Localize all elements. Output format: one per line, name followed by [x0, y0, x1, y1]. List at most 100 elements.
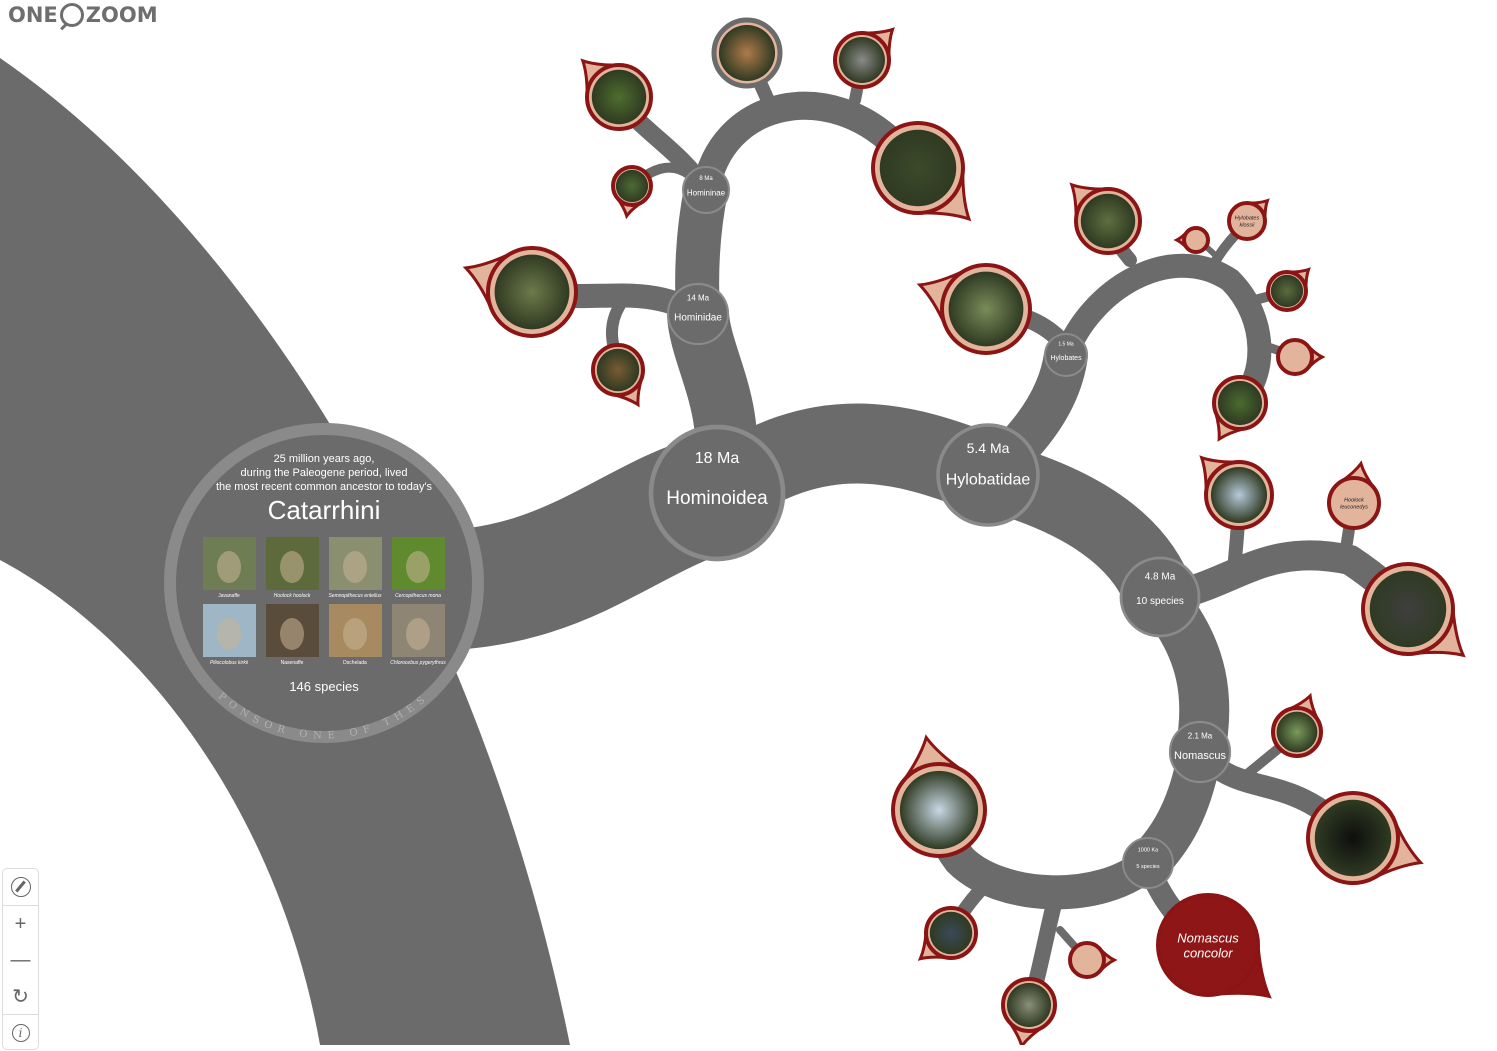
node-5-species[interactable]: 1000 Ka5 species: [1122, 837, 1174, 889]
leaf-circle: [1227, 201, 1267, 241]
species-photo: [879, 129, 957, 207]
refresh-button[interactable]: ↻: [3, 978, 38, 1015]
thumbnail[interactable]: Hoolock hoolock: [266, 537, 319, 599]
leaf-species[interactable]: [456, 241, 578, 338]
leaf-label: Nomascus: [1177, 931, 1239, 946]
leaf-species[interactable]: [871, 121, 990, 240]
leaf-species[interactable]: [1186, 442, 1274, 530]
species-photo: [1276, 711, 1318, 753]
branch[interactable]: [1054, 253, 1272, 412]
species-photo: [1270, 274, 1304, 308]
species-photo: [615, 169, 649, 203]
node-age: 18 Ma: [695, 450, 740, 467]
species-photo: [899, 770, 979, 850]
animal-shape: [280, 618, 304, 650]
leaf-e[interactable]: [1173, 226, 1210, 254]
node-name: Hylobates: [1050, 355, 1082, 362]
node-name: Homininae: [687, 189, 726, 198]
node-age: 1.5 Ma: [1058, 341, 1074, 347]
leaf-species[interactable]: [833, 17, 905, 89]
species-count: 146 species: [289, 679, 359, 694]
reset-view-button[interactable]: [3, 869, 38, 906]
onezoom-logo[interactable]: ONE ZOOM: [8, 3, 158, 27]
species-photo: [1006, 982, 1052, 1028]
thumbnail[interactable]: Javanaffe: [203, 537, 256, 599]
leaf-e[interactable]: [1068, 941, 1118, 979]
leaf-species[interactable]: [910, 258, 1032, 355]
species-photo: [948, 271, 1024, 347]
thumbnail-caption: Cercopithecus mona: [395, 593, 441, 599]
leaf-label: concolor: [1183, 946, 1233, 961]
zoom-out-button[interactable]: —: [10, 948, 31, 971]
species-photo: [929, 911, 973, 955]
leaf-species[interactable]: [611, 165, 653, 220]
node-ring: [1122, 837, 1174, 889]
leaf-species[interactable]: [568, 46, 653, 131]
leaf-human[interactable]: [711, 17, 783, 89]
node-ring: [648, 424, 786, 562]
info-button[interactable]: i: [3, 1015, 38, 1051]
thumbnail-caption: Dschelada: [343, 660, 367, 666]
leaf-species[interactable]: [1057, 170, 1142, 255]
leaf-species[interactable]: [1266, 261, 1317, 312]
node-ring: [1168, 720, 1232, 784]
branch[interactable]: [692, 91, 914, 204]
node-name: 5 species: [1136, 864, 1159, 870]
leaf-species[interactable]: [1361, 562, 1482, 678]
thumbnail[interactable]: Cercopithecus mona: [392, 537, 445, 599]
species-photo: [839, 37, 885, 83]
node-age: 8 Ma: [699, 176, 713, 182]
thumbnail[interactable]: Dschelada: [329, 604, 382, 666]
thumbnail[interactable]: Nasenaffe: [266, 604, 319, 666]
node-hylobatidae[interactable]: 5.4 Ma Hylobatidae: [936, 423, 1040, 527]
zoom-in-button[interactable]: +: [14, 912, 27, 935]
leaf-circle: [1068, 941, 1106, 979]
node-ring: [1119, 556, 1201, 638]
species-photo: [591, 69, 647, 125]
species-photo: [494, 254, 570, 330]
node-age: 5.4 Ma: [967, 440, 1010, 456]
intro-text: the most recent common ancestor to today…: [216, 481, 433, 493]
thumbnail[interactable]: Semnopithecus entellus: [328, 537, 382, 599]
thumbnail-caption: Piliocolobus kirkii: [210, 660, 249, 666]
thumbnail[interactable]: Chlorocebus pygerythrus: [390, 604, 446, 666]
node-ring: [682, 166, 730, 214]
sponsor-text[interactable]: SPONSOR ONE OF THESE: [216, 575, 432, 742]
thumbnail-caption: Hoolock hoolock: [274, 593, 311, 599]
thumbnail[interactable]: Piliocolobus kirkii: [203, 604, 256, 666]
animal-shape: [406, 551, 430, 583]
leaf-species[interactable]: [1001, 977, 1057, 1045]
animal-shape: [217, 618, 241, 650]
leaf-species[interactable]: [910, 906, 978, 971]
node-ring: [936, 423, 1040, 527]
node-homininae[interactable]: 8 Ma Homininae: [682, 166, 730, 214]
leaf-species[interactable]: [891, 732, 987, 858]
leaf-species[interactable]: [1271, 690, 1325, 758]
leaf-species[interactable]: [1204, 375, 1268, 448]
node-hylobates[interactable]: 1.5 Ma Hylobates: [1044, 333, 1088, 377]
leaf-e[interactable]: [1276, 338, 1326, 376]
species-photo: [718, 24, 776, 82]
leaf-label: klossii: [1240, 223, 1256, 229]
leaf-circle: [1182, 226, 1210, 254]
animal-shape: [343, 551, 367, 583]
species-photo: [596, 348, 640, 392]
zoom-controls: + — ↻ i: [2, 868, 39, 1050]
leaf-species[interactable]: [1306, 791, 1431, 891]
node-name: Hylobatidae: [946, 471, 1031, 488]
animal-shape: [343, 618, 367, 650]
leaf-label: Hylobates: [1235, 216, 1260, 222]
info-icon: i: [11, 1024, 30, 1042]
magnifier-icon: [59, 3, 84, 27]
leaf-species[interactable]: [591, 343, 652, 413]
animal-shape: [217, 551, 241, 583]
intro-text: 25 million years ago,: [274, 453, 375, 465]
